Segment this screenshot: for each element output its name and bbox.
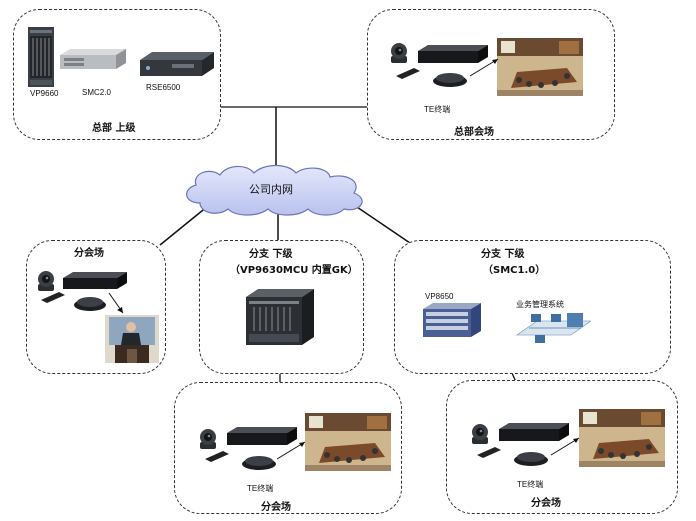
branch-lower-1-group: 分支 下级 （VP9630MCU 内置GK） — [199, 240, 364, 374]
vp9660-device-icon — [28, 27, 54, 87]
codec-box-icon — [227, 427, 297, 445]
hq-upper-title: 总部 上级 — [92, 123, 136, 134]
branch-lower-2-group: 分支 下级 （SMC1.0） VP8650 业务管理系统 — [394, 240, 671, 374]
smc20-server-icon — [60, 49, 126, 69]
hq-venue-title: 总部会场 — [454, 127, 494, 138]
camera-icon — [472, 424, 488, 444]
camera-icon — [200, 429, 216, 449]
arrow-icon — [469, 58, 499, 77]
cloud-to-left-venue-line — [159, 205, 209, 246]
hq-upper-group: VP9660 SMC2.0 RSE6500 总部 上级 — [13, 9, 221, 140]
remote-control-icon — [41, 292, 65, 303]
management-system-label: 业务管理系统 — [516, 300, 564, 309]
remote-control-icon — [205, 451, 229, 462]
cloud-to-branch2-line — [353, 204, 411, 244]
vp8650-label: VP8650 — [425, 292, 454, 301]
microphone-pod-icon — [242, 456, 276, 470]
te-terminal-label: TE终端 — [517, 480, 544, 489]
device-label-vp9660: VP9660 — [30, 89, 59, 98]
conference-room-image — [305, 413, 391, 471]
conference-room-image — [497, 38, 583, 96]
cloud-icon — [186, 164, 363, 216]
microphone-pod-icon — [514, 452, 548, 466]
arrow-icon — [550, 437, 580, 456]
camera-icon — [38, 271, 54, 291]
venue-bottom-2-title: 分会场 — [531, 498, 561, 509]
conference-room-image — [579, 409, 665, 467]
vp9630mcu-device-icon — [246, 289, 314, 345]
te-terminal-label: TE终端 — [247, 484, 274, 493]
device-label-smc20: SMC2.0 — [82, 88, 111, 97]
camera-icon — [391, 43, 407, 63]
microphone-pod-icon — [74, 297, 106, 311]
venue-bottom-1-group: TE终端 分会场 — [174, 382, 402, 514]
venue-bottom-2-group: TE终端 分会场 — [446, 380, 678, 514]
vp8650-device-icon — [423, 303, 481, 337]
arrow-icon — [108, 292, 124, 314]
presenter-video-image — [105, 315, 159, 363]
hq-venue-group: TE终端 总部会场 — [367, 9, 615, 140]
management-system-icon — [515, 313, 591, 343]
device-label-rse6500: RSE6500 — [146, 83, 181, 92]
branch-lower-2-title: 分支 下级 — [481, 249, 525, 260]
rse6500-device-icon — [140, 52, 214, 76]
branch-lower-1-title: 分支 下级 — [249, 249, 293, 260]
branch-venue-left-group: 分会场 — [26, 240, 166, 374]
cloud-label: 公司内网 — [249, 183, 293, 196]
codec-box-icon — [63, 272, 127, 289]
venue-bottom-1-title: 分会场 — [261, 502, 291, 513]
remote-control-icon — [477, 447, 501, 458]
remote-control-icon — [396, 68, 420, 79]
branch-lower-2-subtitle: （SMC1.0） — [483, 265, 546, 276]
microphone-pod-icon — [433, 73, 467, 87]
codec-box-icon — [499, 423, 569, 441]
te-terminal-label: TE终端 — [424, 105, 451, 114]
branch-lower-1-subtitle: （VP9630MCU 内置GK） — [230, 265, 358, 276]
arrow-icon — [276, 441, 306, 460]
branch-venue-left-title: 分会场 — [74, 248, 104, 259]
codec-box-icon — [418, 45, 488, 63]
